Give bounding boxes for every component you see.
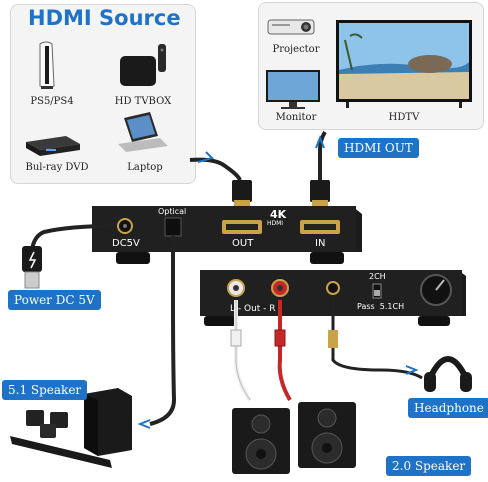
hdmi-plug-out <box>232 180 252 210</box>
speaker-51-label: 5.1 Speaker <box>2 380 87 400</box>
in-port-label: IN <box>315 238 325 249</box>
switch-bottom-label: Pass 5.1CH <box>357 302 404 311</box>
optical-port-label: Optical <box>158 207 186 216</box>
usb-plug-icon <box>22 246 42 288</box>
dc5v-port-label: DC5V <box>112 238 140 249</box>
headphone-label: Headphone <box>408 398 488 418</box>
speaker-51-icon <box>10 388 132 468</box>
out-port-label: OUT <box>232 238 253 249</box>
hdmi-plug-in <box>310 180 330 210</box>
headphone-icon <box>424 359 472 392</box>
speaker-20-icon <box>232 402 356 474</box>
speaker-20-label: 2.0 Speaker <box>386 456 471 476</box>
logo-hdmi: HDMI <box>267 220 283 227</box>
switch-top-label: 2CH <box>369 272 386 281</box>
extractor-top-body <box>92 206 362 264</box>
audio-out-label: L - Out - R <box>230 304 276 314</box>
power-dc-label: Power DC 5V <box>8 290 101 310</box>
